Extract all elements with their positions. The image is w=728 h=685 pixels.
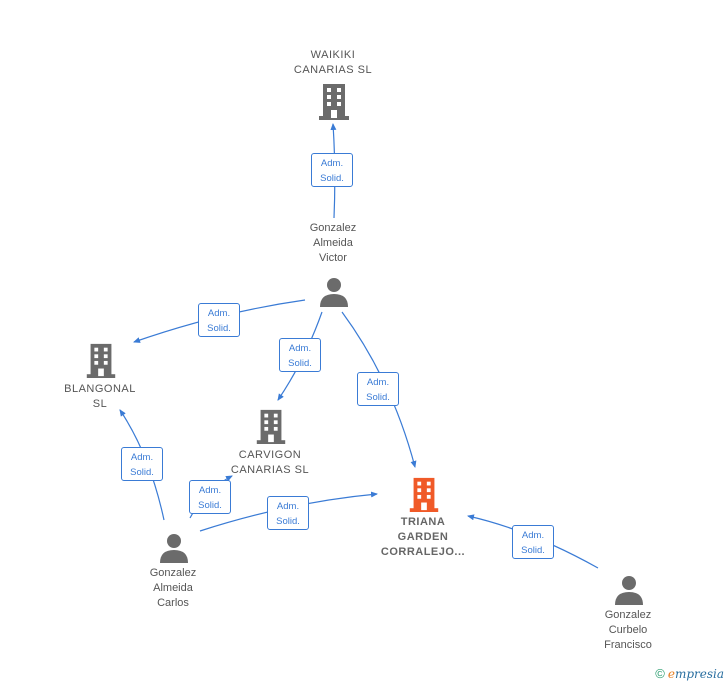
node-label-gonzalez-francisco: Gonzalez Curbelo Francisco bbox=[604, 609, 652, 651]
edge-badge-carlos-triana[interactable]: Adm.Solid. bbox=[267, 496, 309, 530]
edge-badge-francisco-triana[interactable]: Adm.Solid. bbox=[512, 525, 554, 559]
node-label-triana: TRIANA GARDEN CORRALEJO... bbox=[380, 516, 466, 558]
building-icon bbox=[86, 343, 116, 378]
node-label-blangonal: BLANGONAL SL bbox=[64, 383, 136, 410]
edge-badge-carlos-blangonal[interactable]: Adm.Solid. bbox=[121, 447, 163, 481]
edge-badge-carlos-carvigon[interactable]: Adm.Solid. bbox=[189, 480, 231, 514]
building-icon bbox=[409, 477, 439, 512]
edge-badge-victor-triana[interactable]: Adm.Solid. bbox=[357, 372, 399, 406]
person-icon bbox=[320, 278, 348, 307]
edge-badge-victor-blangonal[interactable]: Adm.Solid. bbox=[198, 303, 240, 337]
node-label-gonzalez-victor: Gonzalez Almeida Victor bbox=[309, 222, 357, 264]
building-icon bbox=[319, 84, 349, 120]
building-icon bbox=[256, 409, 286, 444]
edge-badge-victor-waikiki[interactable]: Adm.Solid. bbox=[311, 153, 353, 187]
edge-badge-victor-carvigon[interactable]: Adm.Solid. bbox=[279, 338, 321, 372]
node-label-gonzalez-carlos: Gonzalez Almeida Carlos bbox=[149, 567, 197, 609]
person-icon bbox=[615, 576, 643, 605]
copyright-icon: © bbox=[655, 666, 665, 681]
person-icon bbox=[160, 534, 188, 563]
node-label-waikiki: WAIKIKI CANARIAS SL bbox=[293, 49, 373, 76]
node-label-carvigon: CARVIGON CANARIAS SL bbox=[230, 449, 310, 476]
empresia-logo: ©empresia bbox=[655, 666, 724, 681]
